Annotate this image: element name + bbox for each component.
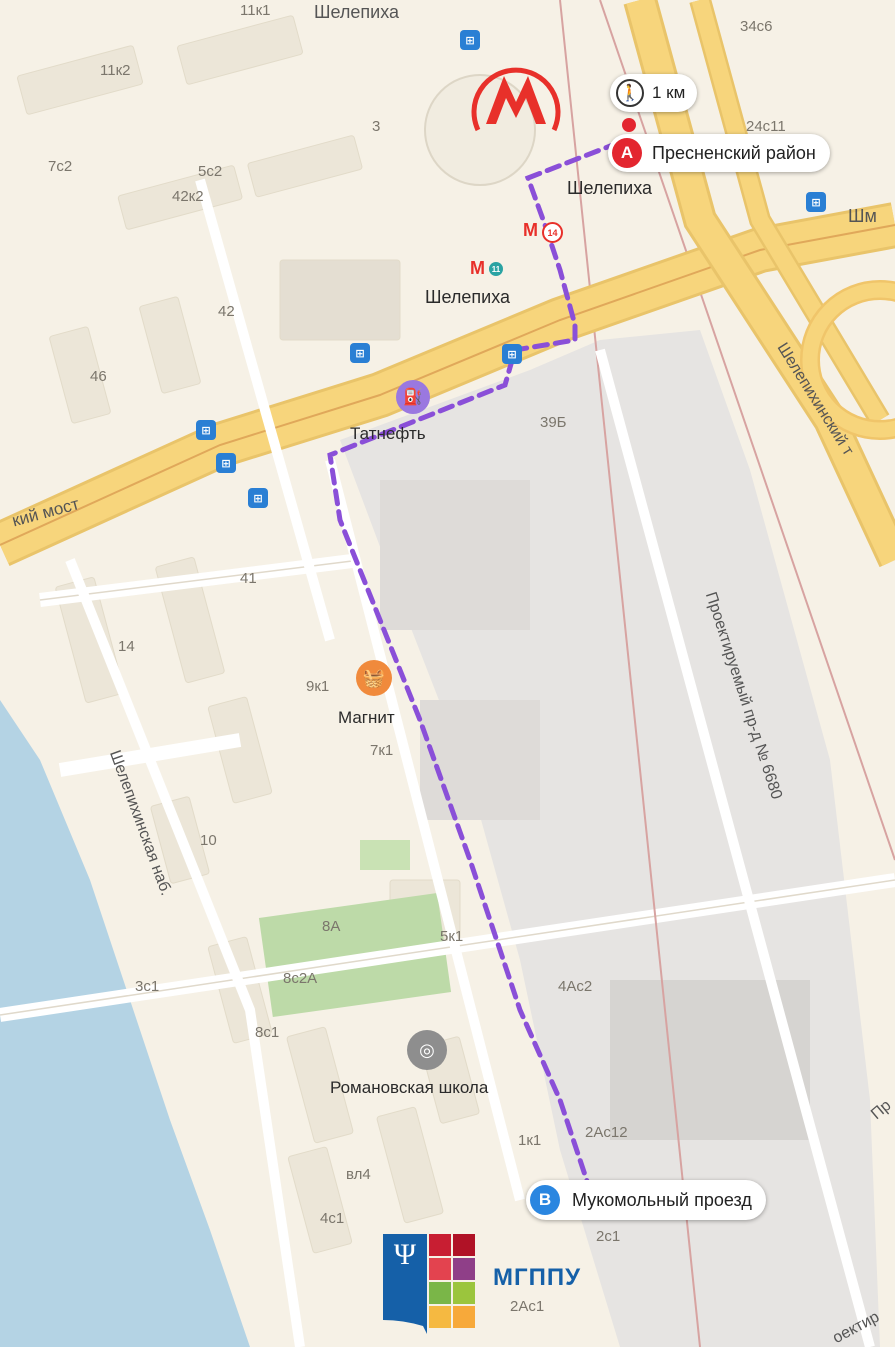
building-number: 42к2 (172, 188, 204, 205)
svg-text:Ψ: Ψ (394, 1238, 417, 1271)
building-number: 2Ас1 (510, 1298, 545, 1315)
street-label: Шелепиха (314, 2, 400, 22)
building-number: 7к1 (370, 742, 394, 759)
end-point-label: Мукомольный проезд (572, 1189, 752, 1210)
metro-line-14-icon: 14 (542, 222, 563, 243)
bus-stop-icon[interactable]: ⊞ (806, 192, 826, 212)
mgppu-logo-text: МГППУ (493, 1264, 582, 1291)
building-number: 10 (200, 832, 217, 849)
school-label: Романовская школа (330, 1078, 489, 1097)
start-marker-icon: A (612, 138, 642, 168)
bus-stop-icon[interactable]: ⊞ (196, 420, 216, 440)
building-number: 39Б (540, 414, 567, 431)
gas-station-icon[interactable]: ⛽ (396, 380, 430, 414)
building-number: 42 (218, 303, 235, 320)
building-number: вл4 (346, 1166, 371, 1183)
shop-label: Магнит (338, 708, 395, 727)
bus-stop-icon[interactable]: ⊞ (460, 30, 480, 50)
bus-stop-icon[interactable]: ⊞ (502, 344, 522, 364)
mgppu-emblem-icon: Ψ (383, 1234, 475, 1334)
start-pin-stem (622, 118, 636, 132)
building-number: 2с1 (596, 1228, 621, 1245)
building-number: 34с6 (740, 18, 773, 35)
metro-icon: M (470, 258, 485, 278)
building-number: 3 (372, 118, 381, 135)
bus-stop-icon[interactable]: ⊞ (216, 453, 236, 473)
building-number: 2Ас12 (585, 1124, 628, 1141)
building-number: 1к1 (518, 1132, 542, 1149)
river (0, 700, 250, 1347)
building-number: 3с1 (135, 978, 160, 995)
building-number: 9к1 (306, 678, 330, 695)
street-label: Шм (848, 206, 877, 226)
building-number: 4с1 (320, 1210, 345, 1227)
metro-line-11-icon: 11 (489, 262, 503, 276)
mgppu-logo: Ψ МГППУ (383, 1234, 628, 1334)
metro-station-label: Шелепиха (425, 287, 511, 307)
gas-station-label: Татнефть (350, 424, 426, 443)
building-number: 5с2 (198, 163, 223, 180)
end-point-pin[interactable]: B Мукомольный проезд (526, 1180, 766, 1220)
walking-person-icon: 🚶 (616, 79, 644, 107)
start-point-label: Пресненский район (652, 142, 816, 163)
building-number: 46 (90, 368, 107, 385)
building-number: 5к1 (440, 928, 464, 945)
building-number: 8с2А (283, 970, 318, 987)
bus-stop-icon[interactable]: ⊞ (350, 343, 370, 363)
metro-icon: M (523, 220, 538, 240)
walk-distance-badge[interactable]: 🚶 1 км (610, 74, 698, 112)
building-number: 41 (240, 570, 257, 587)
building-number: 11к2 (100, 62, 131, 79)
bus-stop-icon[interactable]: ⊞ (248, 488, 268, 508)
school-icon[interactable]: ◎ (407, 1030, 447, 1070)
building-number: 8с1 (255, 1024, 280, 1041)
metro-station-label: Шелепиха (567, 178, 653, 198)
walk-distance-text: 1 км (652, 83, 686, 102)
start-point-pin[interactable]: A Пресненский район (608, 134, 830, 172)
building-number: 14 (118, 638, 135, 655)
end-marker-icon: B (530, 1185, 560, 1215)
shop-basket-icon[interactable]: 🧺 (356, 660, 392, 696)
building-number: 11к1 (240, 2, 271, 19)
metro-logo-icon[interactable] (468, 62, 564, 136)
building-number: 8А (322, 918, 341, 935)
building-number: 24с11 (746, 118, 786, 135)
building-number: 7с2 (48, 158, 73, 175)
building-number: 4Ас2 (558, 978, 593, 995)
